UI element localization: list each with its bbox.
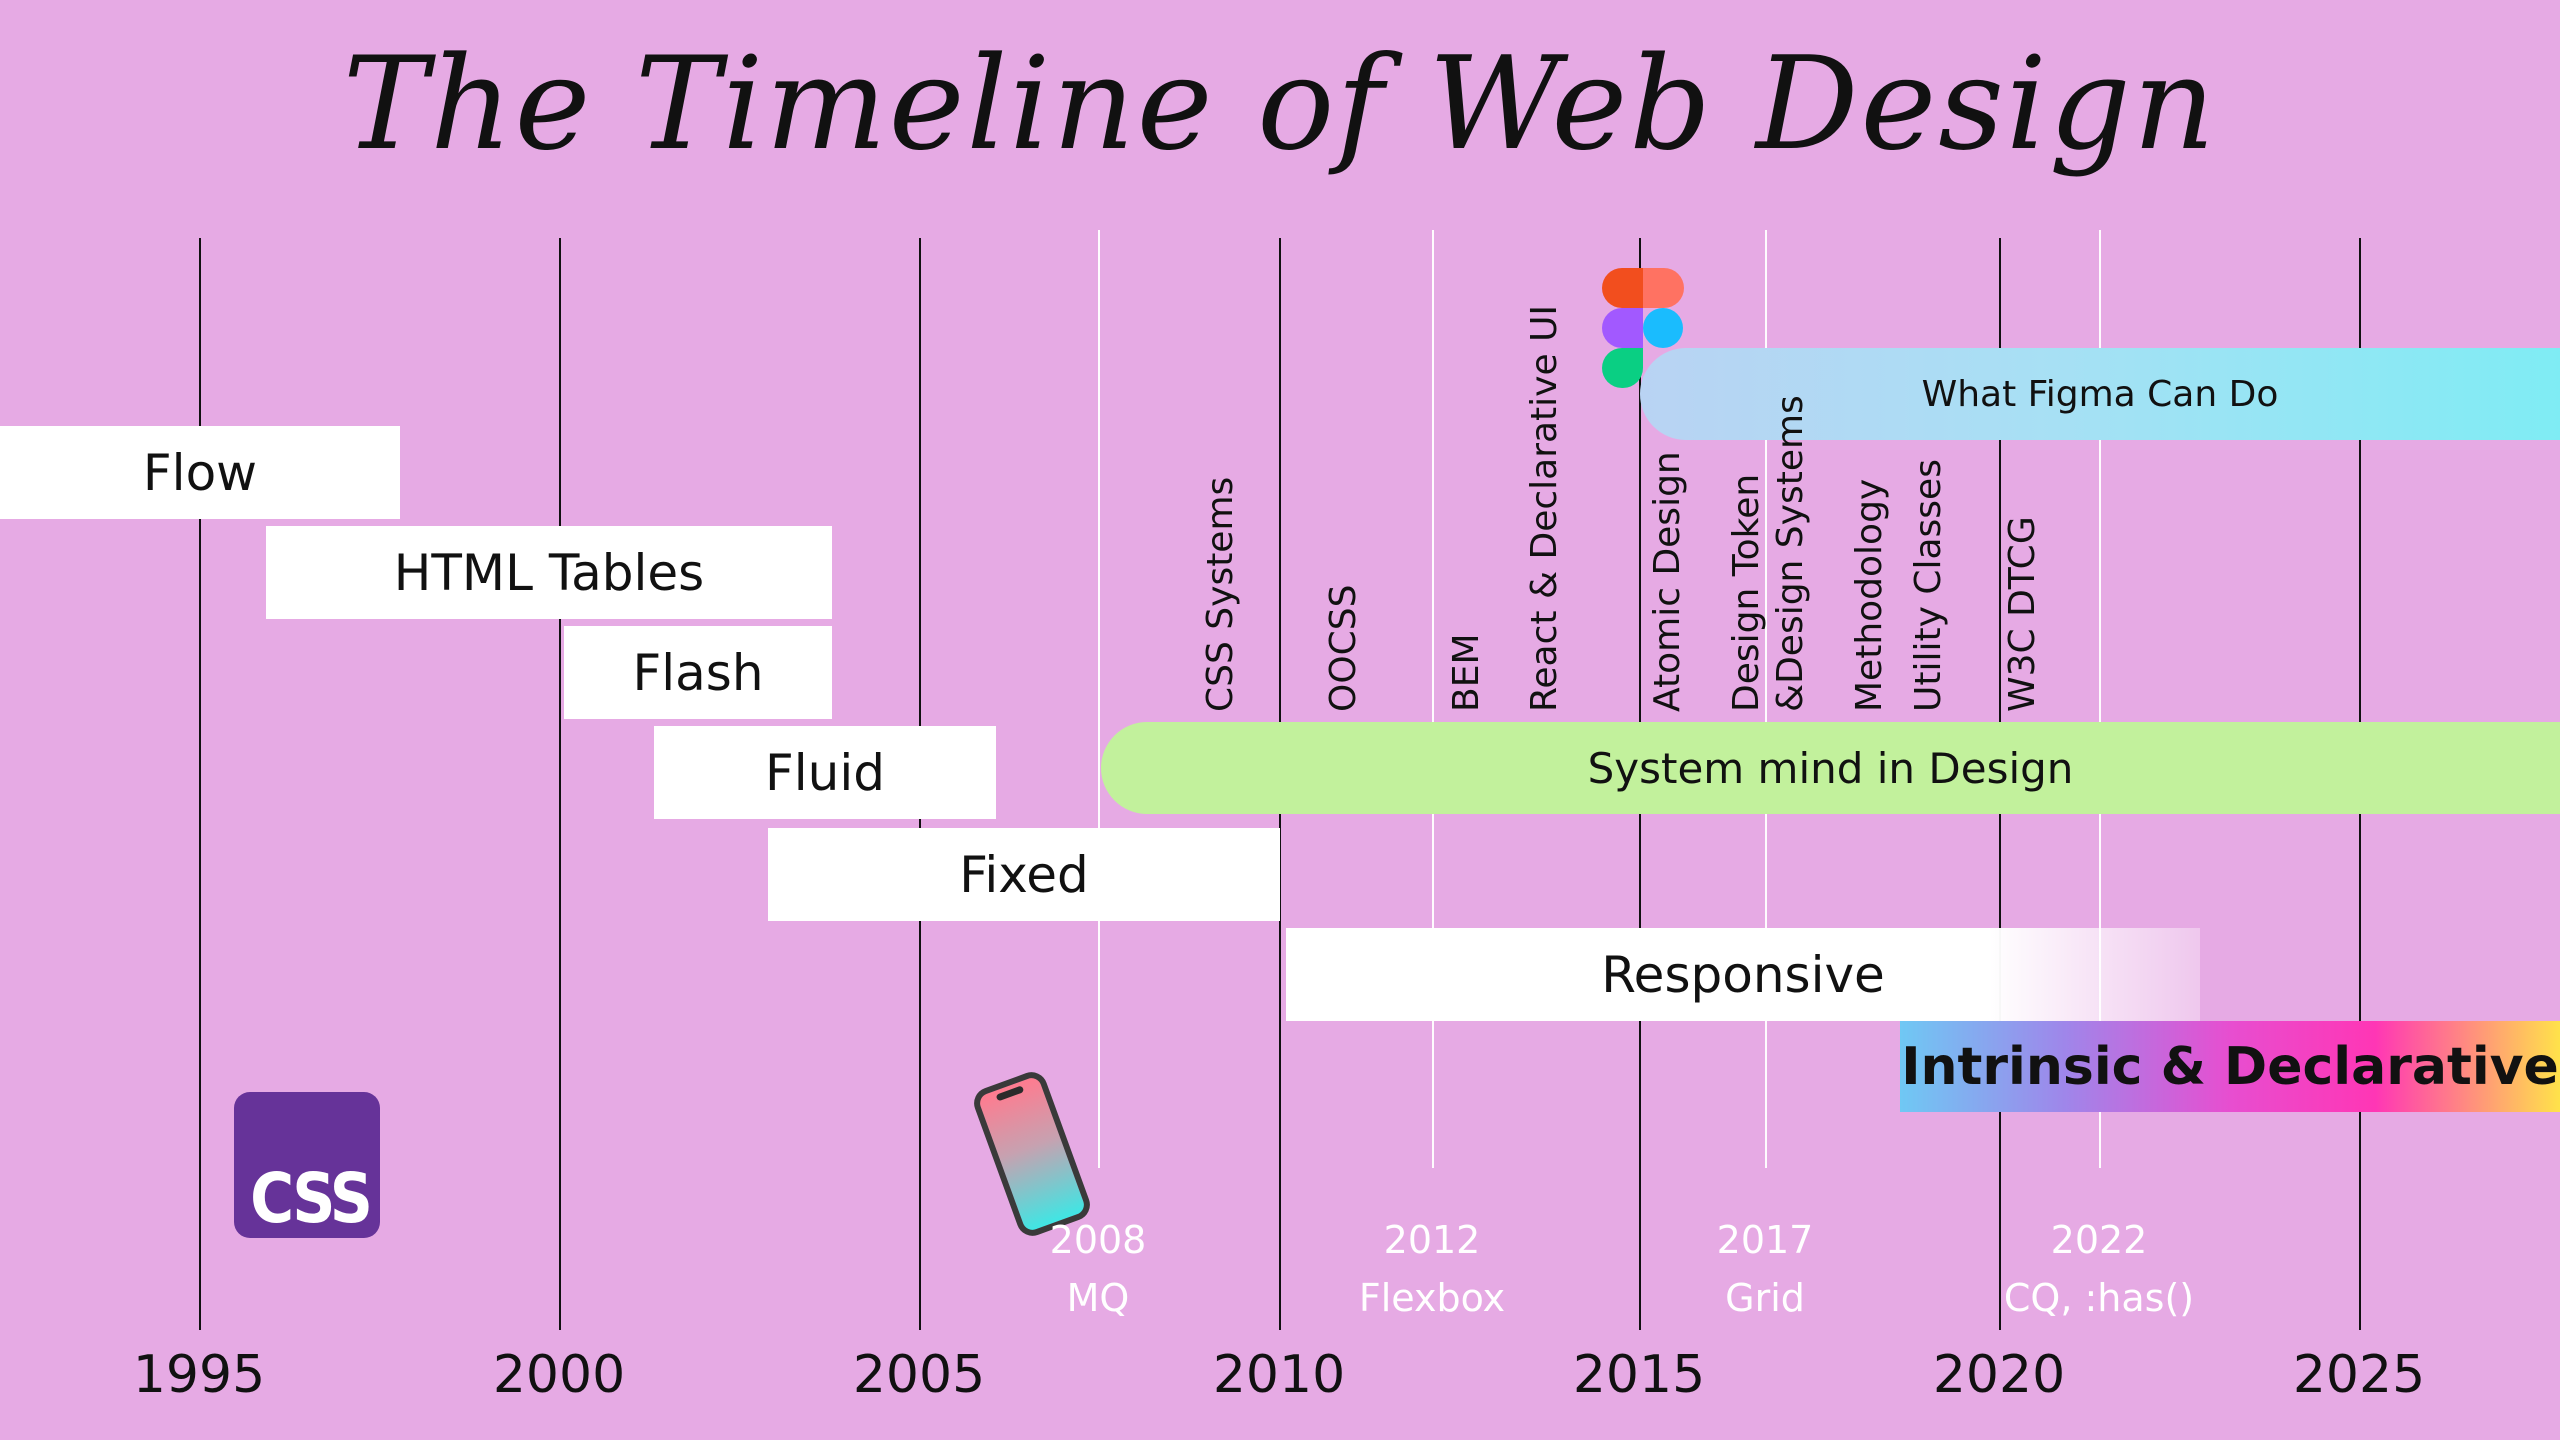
bar-fluid: Fluid [654, 726, 996, 819]
grid-line-2000 [559, 238, 561, 1330]
milestone-2012-year: 2012 [1383, 1218, 1481, 1262]
year-label-2005: 2005 [852, 1345, 986, 1405]
milestone-2022-year: 2022 [2050, 1218, 2148, 1262]
year-label-2010: 2010 [1212, 1345, 1346, 1405]
bar-fixed-label: Fixed [959, 845, 1089, 904]
bar-responsive: Responsive [1286, 928, 2200, 1021]
react-line: React & Declarative UI [1524, 304, 1565, 712]
w3c-dtcg-label: W3C DTCG [1920, 516, 2125, 712]
milestone-2017-year: 2017 [1716, 1218, 1814, 1262]
w3c-dtcg-line: W3C DTCG [2002, 516, 2043, 712]
year-label-2025: 2025 [2292, 1345, 2426, 1405]
bar-flow-label: Flow [142, 443, 258, 502]
milestone-line-2022 [2099, 230, 2101, 1168]
figma-pill: What Figma Can Do [1640, 348, 2560, 440]
milestone-2022-label: CQ, :has() [2003, 1276, 2195, 1320]
milestone-2008-year: 2008 [1049, 1218, 1147, 1262]
page-title: The Timeline of Web Design [342, 30, 2218, 179]
bar-html-tables-label: HTML Tables [393, 543, 705, 602]
oocss-line: OOCSS [1323, 584, 1364, 712]
year-label-2020: 2020 [1932, 1345, 2066, 1405]
figma-pill-label: What Figma Can Do [1921, 373, 2279, 415]
bar-flash-label: Flash [632, 643, 764, 702]
css-logo-text: CSS [250, 1158, 373, 1240]
year-label-2015: 2015 [1572, 1345, 1706, 1405]
milestone-line-2012 [1432, 230, 1434, 1168]
design-token-line: Design Token [1726, 473, 1767, 712]
bar-responsive-label: Responsive [1601, 945, 1885, 1004]
milestone-line-2008 [1098, 230, 1100, 1168]
year-label-1995: 1995 [132, 1345, 266, 1405]
bar-fixed: Fixed [768, 828, 1280, 921]
phone-icon [969, 1067, 1095, 1241]
year-label-2000: 2000 [492, 1345, 626, 1405]
system-mind-pill: System mind in Design [1101, 722, 2560, 814]
milestone-2012-label: Flexbox [1358, 1276, 1506, 1320]
system-mind-pill-label: System mind in Design [1587, 743, 2074, 793]
css-systems-line: CSS Systems [1200, 476, 1241, 712]
milestone-2008-label: MQ [1066, 1276, 1130, 1320]
milestone-line-2017 [1765, 230, 1767, 1168]
bar-fluid-label: Fluid [765, 743, 885, 802]
bar-intrinsic-declarative: Intrinsic & Declarative [1900, 1021, 2560, 1112]
bar-flash: Flash [564, 626, 832, 719]
milestone-2017-label: Grid [1725, 1276, 1805, 1320]
bar-flow: Flow [0, 426, 400, 519]
bar-html-tables: HTML Tables [266, 526, 832, 619]
css-logo: CSS [234, 1092, 380, 1240]
figma-icon [1602, 268, 1684, 390]
bar-intrinsic-label: Intrinsic & Declarative [1901, 1036, 2559, 1097]
grid-line-1995 [199, 238, 201, 1330]
